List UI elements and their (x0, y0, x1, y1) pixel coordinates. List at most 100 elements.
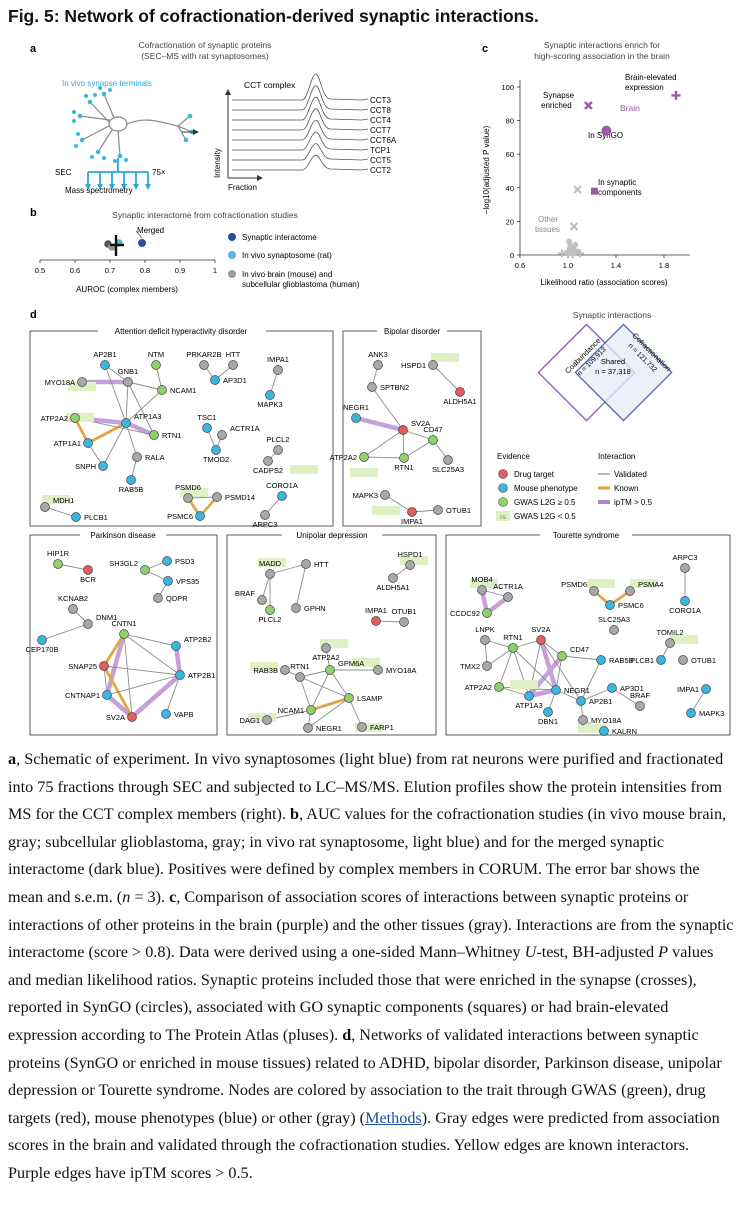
sec-funnel (87, 158, 149, 186)
legend-label: In vivo brain (mouse) and (242, 270, 332, 279)
network-node (121, 418, 131, 428)
node-label: MYO18A (591, 716, 621, 725)
elution-profile (232, 143, 369, 161)
network-node (102, 690, 112, 700)
panel-c-title-2: high-scoring association in the brain (534, 51, 670, 61)
node-label: PLCL2 (267, 435, 290, 444)
node-label: CNTN1 (111, 619, 136, 628)
network-node (701, 684, 711, 694)
network-node (524, 691, 534, 701)
network-node (480, 635, 490, 645)
network-node (265, 390, 275, 400)
node-label: MAPK3 (353, 491, 378, 500)
sec-label: SEC (55, 168, 72, 177)
node-label: CNTNAP1 (65, 691, 100, 700)
node-label: CD47 (570, 645, 589, 654)
rs-badge (352, 658, 380, 667)
node-label: PSD3 (175, 557, 195, 566)
panel-b-letter: b (30, 207, 37, 219)
methods-link[interactable]: Methods (365, 1108, 422, 1127)
network-node (656, 655, 666, 665)
network-node (373, 360, 383, 370)
network-node (351, 413, 361, 423)
network-node (325, 665, 335, 675)
fraction-label: Fraction (228, 183, 257, 192)
protein-label: CCT3 (370, 96, 391, 105)
c-ytick-label: 20 (506, 217, 514, 226)
network-node (211, 445, 221, 455)
figure-title: Fig. 5: Network of cofractionation-deriv… (8, 6, 539, 26)
node-label: SV2A (531, 625, 550, 634)
node-label: HTT (314, 560, 329, 569)
node-label: RAB5B (609, 656, 634, 665)
network-edge (125, 381, 129, 424)
network-node (678, 655, 688, 665)
auroc-tick-label: 0.5 (35, 266, 45, 275)
network-node (228, 360, 238, 370)
rs-badge (290, 465, 318, 474)
legend-dot (228, 233, 236, 241)
rs-badge (587, 579, 615, 588)
network-node (443, 455, 453, 465)
c-xtick-label: 1.0 (563, 261, 573, 270)
node-label: CORO1A (669, 606, 701, 615)
node-label: ALDH5A1 (376, 583, 409, 592)
network-node (295, 672, 305, 682)
network-edge (498, 686, 530, 697)
network-node (195, 511, 205, 521)
node-label: PSMA4 (638, 580, 663, 589)
caption-segment: values and median likelihood ratios. Syn… (8, 943, 714, 1044)
node-label: CD47 (423, 425, 442, 434)
node-label: PSMC6 (618, 601, 644, 610)
network-node (163, 576, 173, 586)
network-node (100, 360, 110, 370)
network-node (153, 593, 163, 603)
venn-title: Synaptic interactions (573, 310, 651, 320)
sec-arrowheads (85, 184, 151, 190)
network-edge (123, 420, 157, 438)
node-label: SH3GL2 (109, 559, 138, 568)
node-label: ATP1A3 (515, 701, 542, 710)
network-node (262, 715, 272, 725)
node-label: NEGR1 (343, 403, 369, 412)
elution-profile (232, 73, 369, 101)
c-ylabel: −log10(adjusted P value) (482, 125, 491, 214)
network-edge (104, 631, 127, 698)
network-edge (104, 364, 127, 424)
node-label: ATP2A2 (465, 683, 492, 692)
node-label: VAPB (174, 710, 193, 719)
node-label: RALA (145, 453, 165, 462)
figure-caption: a, Schematic of experiment. In vivo syna… (8, 746, 734, 1188)
caption-segment: n (122, 887, 131, 906)
node-label: BRAF (630, 691, 650, 700)
node-label: AP3D1 (620, 684, 644, 693)
interaction-label: Validated (614, 470, 647, 479)
protein-label: CCT6A (370, 136, 397, 145)
node-label: RAB5B (119, 485, 144, 494)
elution-profile (232, 85, 369, 111)
rs-badge (66, 413, 94, 422)
intensity-label: Intensity (213, 148, 222, 178)
node-label: ATP2B2 (184, 635, 211, 644)
network-node (344, 693, 354, 703)
network-edge (512, 639, 542, 649)
node-label: HSPD1 (401, 361, 426, 370)
network-node (83, 438, 93, 448)
network-node (371, 616, 381, 626)
network-edge (295, 563, 307, 609)
rs-badge (470, 579, 498, 588)
node-label: RTN1 (503, 633, 522, 642)
network-node (367, 382, 377, 392)
c-ann-other: Other (538, 215, 558, 224)
network-node (83, 619, 93, 629)
box-unipolar-title: Unipolar depression (296, 531, 367, 540)
rs-badge (372, 506, 400, 515)
rs-badge (510, 680, 538, 689)
network-node (551, 685, 561, 695)
network-node (306, 705, 316, 715)
